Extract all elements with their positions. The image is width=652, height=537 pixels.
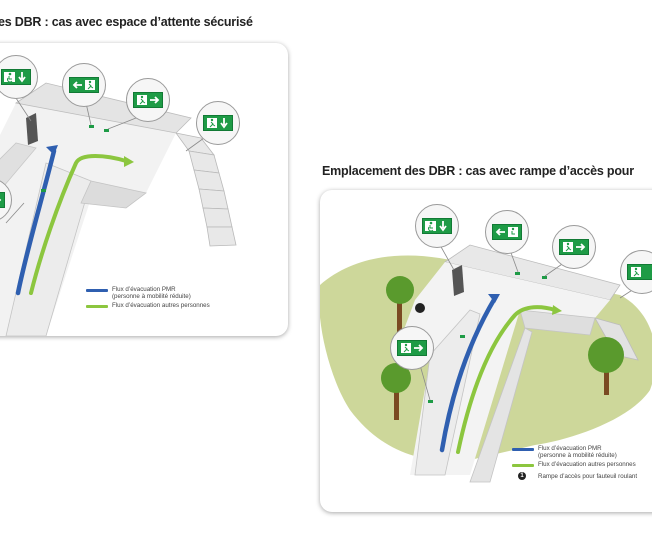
green-flow-line [456,305,557,454]
tree-icon [588,337,624,395]
right-legend: Flux d’évacuation PMR (personne à mobili… [512,445,637,482]
legend-label: Flux d’évacuation autres personnes [112,302,210,310]
ramp-number-badge: 1 [518,471,526,480]
tree-icon [381,363,411,420]
wall-sign [515,272,520,275]
legend-sublabel: (personne à mobilité réduite) [112,293,191,301]
stairs [175,132,237,247]
exit-sign-icon [0,192,5,208]
sign-callout-right [552,225,596,269]
legend-label: Flux d’évacuation PMR [538,445,602,452]
left-legend: Flux d’évacuation PMR (personne à mobili… [86,286,210,312]
corridor-wall-left [414,309,481,476]
exit-sign-icon [69,77,99,93]
legend-item-ramp: 1 Rampe d’accès pour fauteuil roulant [512,471,638,480]
right-floor-plan [320,244,652,483]
exit-sign-icon [203,115,233,131]
green-swatch [86,305,108,308]
left-panel-title: es DBR : cas avec espace d’attente sécur… [0,15,253,29]
corner-wall [80,180,147,209]
left-diagram-card: Flux d’évacuation PMR (personne à mobili… [0,43,288,336]
wall-sign [460,335,465,338]
exit-sign-icon [133,92,163,108]
sign-callout-left [485,210,529,254]
legend-label: Rampe d’accès pour fauteuil roulant [538,472,638,480]
running-man-icon [88,80,92,84]
arrow-down-icon [18,72,26,83]
exit-sign-icon [1,69,31,85]
legend-sublabel: (personne à mobilité réduite) [538,452,617,460]
corner-wall [519,309,596,336]
left-wall [0,142,37,192]
legend-item-pmr: Flux d’évacuation PMR (personne à mobili… [86,286,210,300]
arrow-right-icon [150,96,160,104]
legend-item-others: Flux d’évacuation autres personnes [86,302,210,309]
arrow-down-icon [439,221,447,232]
arrow-right-icon [414,344,424,352]
sign-callout-right [126,78,170,122]
arrow-down-icon [220,118,228,129]
running-man-icon [140,95,144,99]
right-diagram-card: Flux d’évacuation PMR (personne à mobili… [320,190,652,512]
blue-swatch [512,448,534,451]
blue-flow-arrowhead [46,145,58,155]
running-man-icon [404,343,408,347]
green-swatch [512,464,534,467]
sign-callout-down [620,250,652,294]
legend-label: Flux d’évacuation autres personnes [538,461,636,469]
sign-callout-pmr [0,55,38,99]
sign-callout-left [62,63,106,107]
wall-sign [542,276,547,279]
green-flow-arrowhead [552,305,562,315]
blue-flow-arrowhead [488,294,500,303]
right-panel-title: Emplacement des DBR : cas avec rampe d’a… [322,164,634,178]
sign-callout-down [196,101,240,145]
exit-sign-icon [559,239,589,255]
blue-flow-line [15,148,57,296]
arrow-right-icon [576,243,586,251]
arrow-left-icon [495,228,505,236]
blue-flow-line [439,295,498,453]
tree-icon [386,276,414,333]
corridor-wall-right [469,327,533,483]
legend-label: Flux d’évacuation PMR [112,286,176,293]
sign-callout-pmr [415,204,459,248]
legend-item-others: Flux d’évacuation autres personnes [512,461,637,468]
wall-sign [104,129,109,132]
door [452,265,464,296]
running-man-icon [634,267,638,271]
door [26,113,38,145]
exit-sign-icon [627,264,652,280]
exit-sign-icon [422,218,452,234]
wheelchair-icon [508,227,518,237]
left-floor-plan [0,82,237,336]
legend-item-pmr: Flux d’évacuation PMR (personne à mobili… [512,445,637,459]
wall-sign [428,400,433,403]
blue-swatch [86,289,108,292]
exit-sign-icon [397,340,427,356]
sign-callout-corridor [390,326,434,370]
green-flow-arrowhead [124,156,134,167]
green-flow-line [29,154,128,295]
wall-sign [89,125,94,128]
exit-sign-icon [492,224,522,240]
running-man-icon [210,118,214,122]
arrow-left-icon [72,81,82,89]
ramp-marker [415,303,425,313]
wall-sign [41,189,46,192]
running-man-icon [566,242,570,246]
